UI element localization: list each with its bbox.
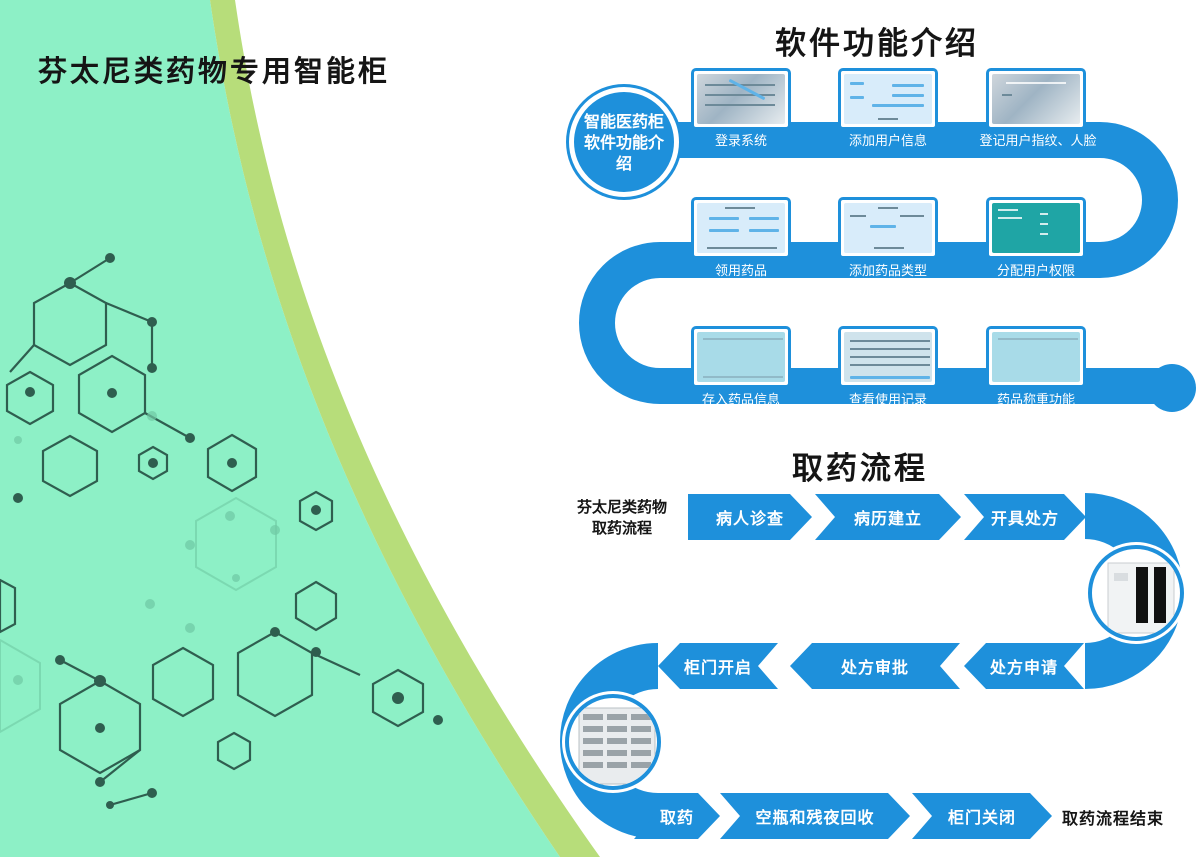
form-screen-icon (844, 203, 932, 253)
step-label: 登记用户指纹、人脸 (979, 134, 1097, 149)
flow-step-chevron: 柜门开启 (658, 643, 778, 689)
flow-step-chevron: 柜门关闭 (912, 793, 1052, 839)
photo-screen-icon (697, 74, 785, 124)
software-section-title: 软件功能介绍 (775, 26, 979, 62)
pickup-section-title: 取药流程 (792, 451, 928, 487)
step-label: 领用药品 (714, 264, 767, 279)
photo-screen-icon (992, 74, 1080, 124)
flow-step-chevron: 开具处方 (964, 494, 1086, 540)
flow-step-chevron: 病历建立 (815, 494, 961, 540)
cabinet-photo-icon (1088, 545, 1184, 641)
form-screen-icon (844, 74, 932, 124)
flow-step-chevron: 病人诊查 (688, 494, 812, 540)
flow-step-chevron: 处方审批 (790, 643, 960, 689)
step-thumbnail[interactable] (838, 197, 938, 259)
step-thumbnail[interactable] (691, 68, 791, 130)
flow-step-chevron: 空瓶和残夜回收 (720, 793, 910, 839)
software-start-label: 智能医药柜软件功能介绍 (583, 111, 664, 173)
step-thumbnail[interactable] (986, 68, 1086, 130)
hexagon-molecule-icon (0, 257, 425, 807)
step-label: 添加药品类型 (848, 264, 927, 279)
step-label: 药品称重功能 (996, 393, 1075, 408)
step-label: 分配用户权限 (996, 264, 1075, 279)
step-label: 登录系统 (714, 134, 767, 149)
step-thumbnail[interactable] (691, 197, 791, 259)
drawer-cabinet-icon (578, 707, 656, 785)
software-start-circle: 智能医药柜软件功能介绍 (569, 87, 679, 197)
teal-screen-icon (992, 203, 1080, 253)
pickup-start-label: 芬太尼类药物取药流程 (576, 498, 667, 537)
step-thumbnail[interactable] (691, 326, 791, 388)
light-screen-icon (992, 332, 1080, 382)
flow-step-chevron: 处方申请 (964, 643, 1084, 689)
cabinet-photo-icon (565, 694, 661, 790)
step-label: 添加用户信息 (848, 134, 927, 149)
form-screen-icon (697, 203, 785, 253)
light-screen-icon (697, 332, 785, 382)
table-screen-icon (844, 332, 932, 382)
step-thumbnail[interactable] (986, 326, 1086, 388)
step-thumbnail[interactable] (986, 197, 1086, 259)
cabinet-icon (1107, 562, 1175, 634)
step-label: 存入药品信息 (701, 393, 780, 408)
step-thumbnail[interactable] (838, 68, 938, 130)
step-thumbnail[interactable] (838, 326, 938, 388)
page-title: 芬太尼类药物专用智能柜 (38, 54, 391, 88)
step-label: 查看使用记录 (848, 393, 927, 408)
pickup-end-label: 取药流程结束 (1062, 809, 1165, 828)
